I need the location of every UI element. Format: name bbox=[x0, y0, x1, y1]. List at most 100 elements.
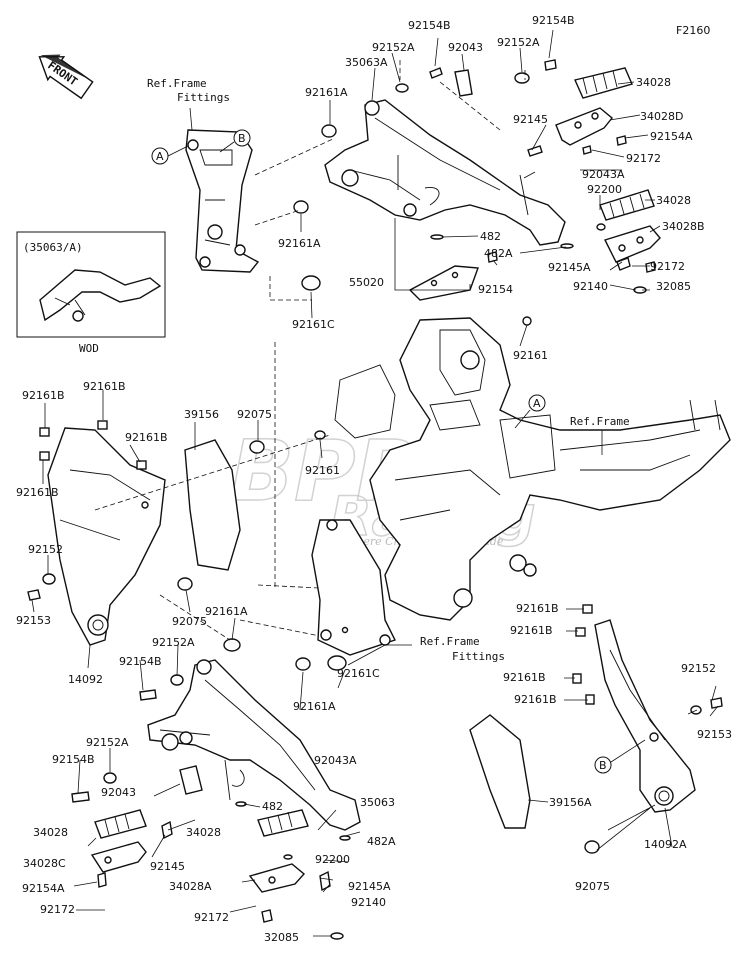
right-side-cover bbox=[584, 619, 723, 854]
upper-right-footpeg bbox=[555, 67, 661, 263]
svg-text:B: B bbox=[599, 759, 607, 772]
left-side-cover bbox=[47, 427, 166, 646]
footpeg-rubber-34028 bbox=[574, 67, 633, 99]
leader-lines bbox=[31, 29, 719, 937]
label-55020: 55020 bbox=[349, 276, 384, 289]
label-92172-top: 92172 bbox=[626, 152, 661, 165]
label-92161a-lower: 92161A bbox=[293, 700, 336, 713]
footpeg-rubber-34028-lower-left bbox=[94, 809, 147, 839]
label-92075-right: 92075 bbox=[575, 880, 610, 893]
pads-right bbox=[572, 604, 595, 705]
label-34028a: 34028A bbox=[169, 880, 212, 893]
label-482a-top: 482A bbox=[484, 247, 513, 260]
label-92161b-left-4: 92161B bbox=[16, 486, 59, 499]
label-34028-lower-left: 34028 bbox=[33, 826, 68, 839]
label-92172-lower-center: 92172 bbox=[194, 911, 229, 924]
label-482-top: 482 bbox=[480, 230, 501, 243]
svg-text:B: B bbox=[238, 132, 246, 145]
label-92152a-center: 92152A bbox=[152, 636, 195, 649]
label-92152a-lower: 92152A bbox=[86, 736, 129, 749]
label-92153-right: 92153 bbox=[697, 728, 732, 741]
figure-code: F2160 bbox=[676, 24, 710, 37]
label-92145a-top: 92145A bbox=[548, 261, 591, 274]
label-92152a-top-1: 92152A bbox=[372, 41, 415, 54]
label-92140-lower: 92140 bbox=[351, 896, 386, 909]
inset-title: (35063/A) bbox=[23, 241, 83, 254]
label-14092: 14092 bbox=[68, 673, 103, 686]
cover-plate-55020 bbox=[408, 265, 479, 301]
label-92154: 92154 bbox=[478, 283, 513, 296]
label-92075-left: 92075 bbox=[172, 615, 207, 628]
label-34028-top: 34028 bbox=[636, 76, 671, 89]
label-92154a-lower: 92154A bbox=[22, 882, 65, 895]
label-39156a: 39156A bbox=[549, 796, 592, 809]
ref-frame-fittings-title-1: Ref.Frame bbox=[147, 77, 207, 90]
label-92154a-top: 92154A bbox=[650, 130, 693, 143]
label-34028-upper-right: 34028 bbox=[656, 194, 691, 207]
label-92043-lower: 92043 bbox=[101, 786, 136, 799]
label-92152a-top-2: 92152A bbox=[497, 36, 540, 49]
label-92145-top: 92145 bbox=[513, 113, 548, 126]
label-32085-top: 32085 bbox=[656, 280, 691, 293]
callout-b-upper: B bbox=[219, 129, 251, 153]
label-92145-lower: 92145 bbox=[150, 860, 185, 873]
label-92200-top: 92200 bbox=[587, 183, 622, 196]
label-92161a-top: 92161A bbox=[305, 86, 348, 99]
label-92161b-left-1: 92161B bbox=[22, 389, 65, 402]
ref-frame-label: Ref.Frame bbox=[570, 415, 630, 428]
label-92154b-top-1: 92154B bbox=[408, 19, 451, 32]
label-92145a-lower: 92145A bbox=[348, 880, 391, 893]
front-arrow-icon: FRONT bbox=[38, 54, 94, 100]
label-92172-lower-left: 92172 bbox=[40, 903, 75, 916]
label-92200-lower: 92200 bbox=[315, 853, 350, 866]
ref-frame-fittings-title-2: Fittings bbox=[177, 91, 230, 104]
inset-wod: (35063/A) WOD bbox=[16, 231, 166, 355]
label-92075-mid: 92075 bbox=[237, 408, 272, 421]
callout-a-upper: A bbox=[151, 145, 189, 165]
label-34028b: 34028B bbox=[662, 220, 705, 233]
ref-frame-fittings-center-2: Fittings bbox=[452, 650, 505, 663]
label-92154b-top-2: 92154B bbox=[532, 14, 575, 27]
label-92161a-center: 92161A bbox=[205, 605, 248, 618]
ref-frame-fittings-center-1: Ref.Frame bbox=[420, 635, 480, 648]
label-35063: 35063 bbox=[360, 796, 395, 809]
svg-text:A: A bbox=[533, 397, 541, 410]
callout-b-right: B bbox=[594, 739, 646, 774]
label-92161c-center: 92161C bbox=[337, 667, 380, 680]
footpeg-rubber-34028-center bbox=[257, 809, 309, 837]
footpeg-34028D bbox=[555, 107, 613, 146]
label-482a-lower: 482A bbox=[367, 835, 396, 848]
upper-fasteners bbox=[293, 59, 656, 326]
label-34028c: 34028C bbox=[23, 857, 66, 870]
label-92154b-center: 92154B bbox=[119, 655, 162, 668]
plate-39156A bbox=[469, 714, 531, 829]
label-92161b-left-3: 92161B bbox=[125, 431, 168, 444]
lower-footpeg-bracket bbox=[147, 659, 361, 831]
label-92161c-top: 92161C bbox=[292, 318, 335, 331]
main-frame bbox=[334, 317, 731, 621]
label-92043a-lower: 92043A bbox=[314, 754, 357, 767]
label-34028d: 34028D bbox=[640, 110, 683, 123]
label-92161-center: 92161 bbox=[305, 464, 340, 477]
label-92161b-left-2: 92161B bbox=[83, 380, 126, 393]
label-92154b-lower: 92154B bbox=[52, 753, 95, 766]
label-92152-left: 92152 bbox=[28, 543, 63, 556]
label-92161b-right-4: 92161B bbox=[514, 693, 557, 706]
label-92043-top: 92043 bbox=[448, 41, 483, 54]
label-92153-left: 92153 bbox=[16, 614, 51, 627]
label-92043a-top: 92043A bbox=[582, 168, 625, 181]
svg-text:A: A bbox=[156, 150, 164, 163]
footpeg-34028A bbox=[248, 863, 306, 893]
label-92140-top: 92140 bbox=[573, 280, 608, 293]
label-92161b-right-3: 92161B bbox=[503, 671, 546, 684]
label-92152-right: 92152 bbox=[681, 662, 716, 675]
label-32085-lower: 32085 bbox=[264, 931, 299, 944]
left-mid-fasteners bbox=[27, 430, 347, 803]
pads-left bbox=[39, 420, 147, 470]
label-35063a: 35063A bbox=[345, 56, 388, 69]
label-14092a: 14092A bbox=[644, 838, 687, 851]
lower-left-footpegs bbox=[90, 765, 351, 940]
inset-caption: WOD bbox=[79, 342, 99, 355]
part-labels: 92154B 92154B 92152A 92152A 92043 35063A… bbox=[16, 14, 732, 944]
upper-footpeg-bracket bbox=[324, 99, 566, 246]
